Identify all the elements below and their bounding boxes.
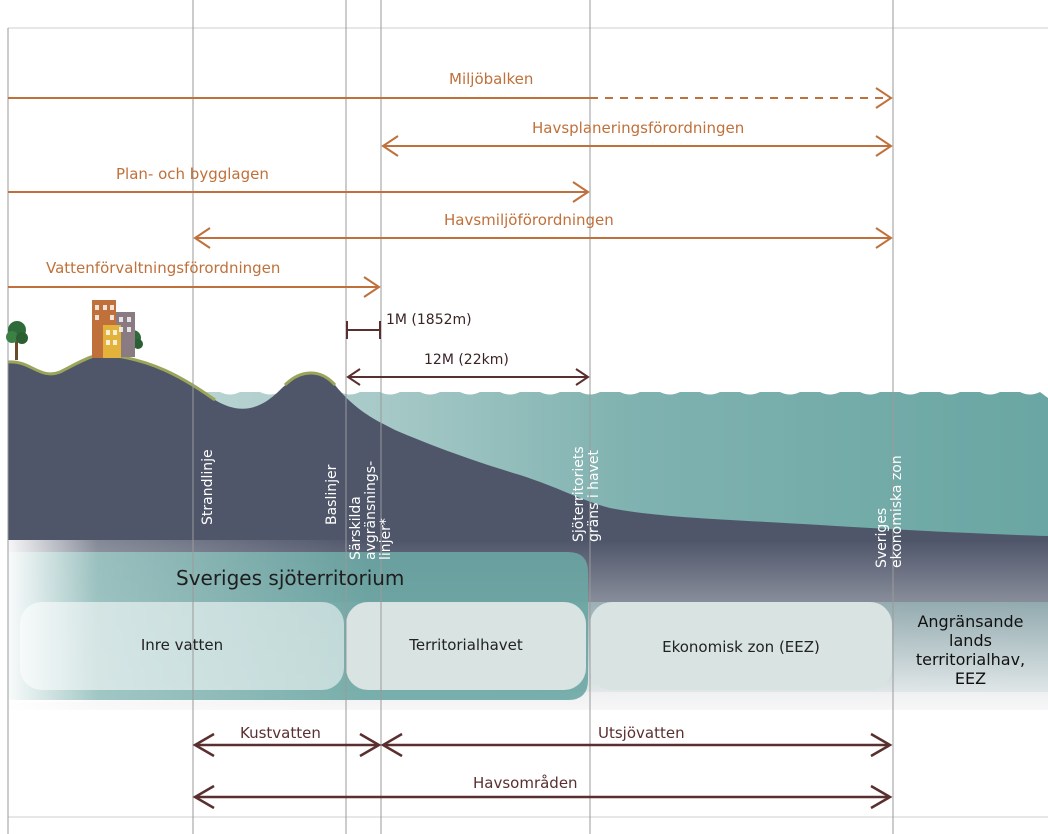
label-1m: 1M (1852m) — [386, 312, 472, 328]
label-baslinjer: Baslinjer — [324, 464, 340, 525]
label-inre-vatten: Inre vatten — [140, 636, 224, 654]
label-ekonomisk-zon: Ekonomisk zon (EEZ) — [662, 638, 820, 656]
vertical-lines — [7, 0, 894, 834]
label-utsjovatten: Utsjövatten — [598, 724, 685, 742]
label-sjoterritorium: Sveriges sjöterritorium — [176, 566, 405, 590]
measure-arrows — [346, 321, 590, 386]
ekonomisk-zon-box — [590, 602, 892, 690]
label-strandlinje: Strandlinje — [200, 449, 216, 525]
island-grass — [283, 371, 337, 387]
wave-crest — [200, 386, 1048, 398]
water-arrows — [192, 732, 893, 810]
inre-vatten-box — [20, 602, 344, 690]
label-havsomraden: Havsområden — [473, 774, 578, 792]
territorialhavet-box — [346, 602, 586, 690]
label-vattenforvaltning: Vattenförvaltningsförordningen — [46, 259, 281, 277]
label-kustvatten: Kustvatten — [240, 724, 321, 742]
label-12m: 12M (22km) — [424, 352, 509, 368]
label-miljobalken: Miljöbalken — [449, 70, 534, 88]
seabed — [8, 354, 1048, 552]
label-territorialhavet: Territorialhavet — [409, 636, 523, 654]
label-havsplanering: Havsplaneringsförordningen — [532, 119, 745, 137]
label-havsmiljo: Havsmiljöförordningen — [444, 211, 614, 229]
tree-icon — [6, 321, 28, 360]
buildings-icon — [92, 300, 135, 358]
law-arrows — [8, 87, 893, 298]
label-plan-bygg: Plan- och bygglagen — [116, 165, 269, 183]
